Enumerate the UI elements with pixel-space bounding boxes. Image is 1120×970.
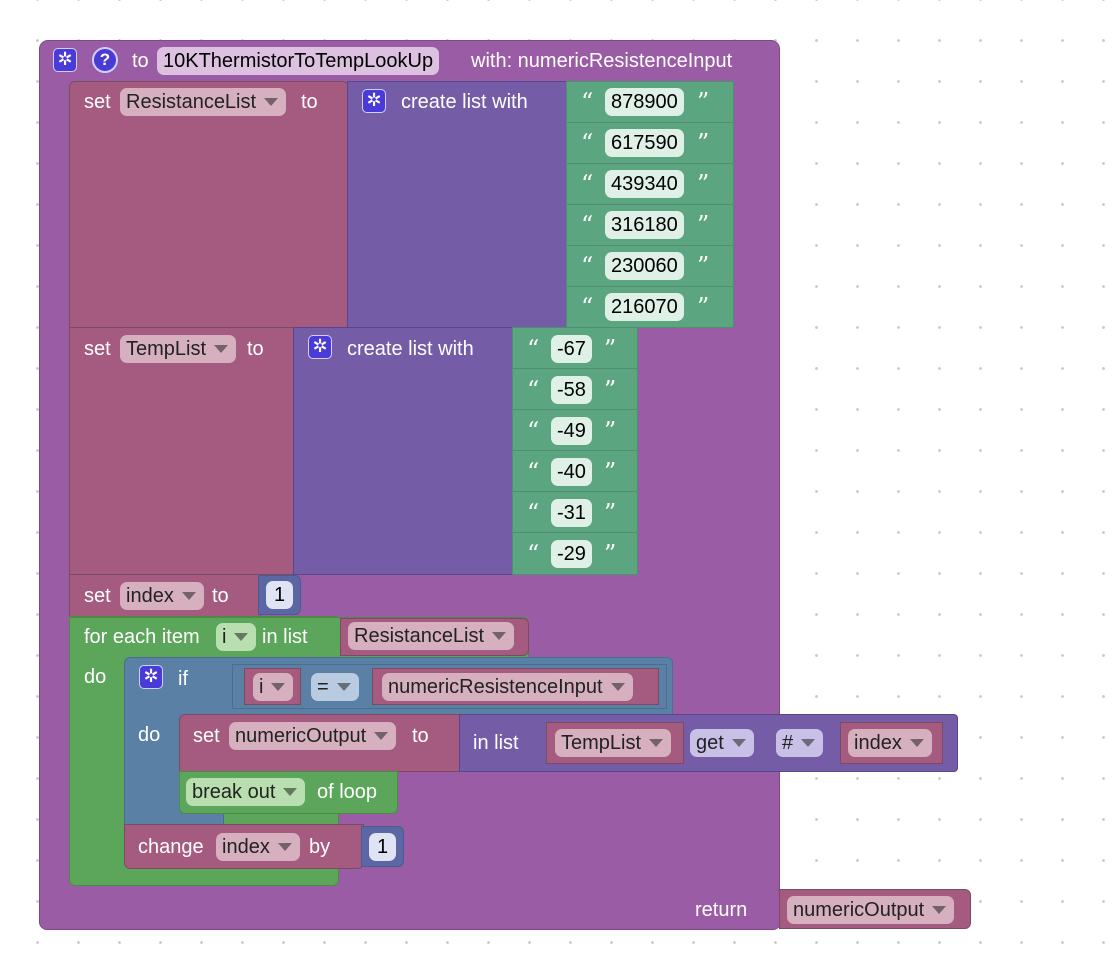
change-keyword: change xyxy=(138,836,204,858)
quote-close-icon: ” xyxy=(697,129,710,157)
to-keyword: to xyxy=(412,725,429,747)
set-templist-block[interactable] xyxy=(69,327,295,575)
quote-open-icon: “ xyxy=(527,376,540,404)
if-keyword: if xyxy=(178,668,188,690)
in-list-label: in list xyxy=(473,732,519,754)
text-value-field[interactable]: 316180 xyxy=(605,211,684,239)
index-getter-dropdown[interactable]: index xyxy=(848,729,932,757)
text-value-field[interactable]: -31 xyxy=(551,499,592,527)
quote-close-icon: ” xyxy=(697,252,710,280)
in-list-label: in list xyxy=(262,626,308,648)
gear-icon[interactable]: ✲ xyxy=(308,335,332,359)
set-resistancelist-block[interactable] xyxy=(69,81,349,328)
quote-close-icon: ” xyxy=(604,376,617,404)
text-value-field[interactable]: 439340 xyxy=(605,170,684,198)
procedure-return-bar xyxy=(39,888,781,930)
quote-close-icon: ” xyxy=(697,88,710,116)
return-keyword: return xyxy=(695,899,748,921)
quote-close-icon: ” xyxy=(697,170,710,198)
text-value-field[interactable]: -49 xyxy=(551,417,592,445)
text-value-field[interactable]: -40 xyxy=(551,458,592,486)
of-loop-label: of loop xyxy=(317,781,378,803)
quote-open-icon: “ xyxy=(527,499,540,527)
templist-var-dropdown[interactable]: TempList xyxy=(120,335,237,363)
i-getter-dropdown[interactable]: i xyxy=(253,673,294,701)
procedure-to-keyword: to xyxy=(132,50,149,72)
numericresistenceinput-getter-dropdown[interactable]: numericResistenceInput xyxy=(382,673,633,701)
index-mode-dropdown[interactable]: # xyxy=(776,729,824,757)
quote-close-icon: ” xyxy=(604,458,617,486)
do-keyword: do xyxy=(138,724,161,746)
text-value-field[interactable]: 230060 xyxy=(605,252,684,280)
quote-open-icon: “ xyxy=(581,170,594,198)
for-each-label: for each item xyxy=(84,626,200,648)
create-list-label: create list with xyxy=(401,91,528,113)
quote-close-icon: ” xyxy=(604,499,617,527)
text-value-field[interactable]: -58 xyxy=(551,376,592,404)
text-value-field[interactable]: 617590 xyxy=(605,129,684,157)
procedure-params-label[interactable]: with: numericResistenceInput xyxy=(471,50,733,72)
number-value-field[interactable]: 1 xyxy=(369,833,396,861)
quote-open-icon: “ xyxy=(581,211,594,239)
quote-close-icon: ” xyxy=(604,335,617,363)
quote-close-icon: ” xyxy=(697,293,710,321)
change-index-dropdown[interactable]: index xyxy=(216,833,300,861)
loop-var-dropdown[interactable]: i xyxy=(216,623,257,651)
quote-open-icon: “ xyxy=(581,293,594,321)
numericoutput-var-dropdown[interactable]: numericOutput xyxy=(229,722,397,750)
text-value-field[interactable]: 878900 xyxy=(605,88,684,116)
resistancelist-getter-dropdown[interactable]: ResistanceList xyxy=(348,622,515,650)
quote-open-icon: “ xyxy=(527,417,540,445)
quote-close-icon: ” xyxy=(604,417,617,445)
quote-close-icon: ” xyxy=(604,540,617,568)
text-value-field[interactable]: -67 xyxy=(551,335,592,363)
index-var-dropdown[interactable]: index xyxy=(120,582,204,610)
gear-icon[interactable]: ✲ xyxy=(362,89,386,113)
set-keyword: set xyxy=(193,725,220,747)
text-value-field[interactable]: 216070 xyxy=(605,293,684,321)
text-value-field[interactable]: -29 xyxy=(551,540,592,568)
procedure-name-field[interactable]: 10KThermistorToTempLookUp xyxy=(157,47,440,75)
gear-icon[interactable]: ✲ xyxy=(139,665,163,689)
quote-open-icon: “ xyxy=(581,88,594,116)
quote-open-icon: “ xyxy=(527,540,540,568)
compare-operator-dropdown[interactable]: = xyxy=(311,673,359,701)
to-keyword: to xyxy=(212,585,229,607)
to-keyword: to xyxy=(301,91,318,113)
create-list-block-temp[interactable] xyxy=(293,327,514,575)
gear-icon[interactable]: ✲ xyxy=(53,48,77,72)
create-list-block-resistance[interactable] xyxy=(347,81,568,328)
return-var-dropdown[interactable]: numericOutput xyxy=(787,896,955,924)
break-action-dropdown[interactable]: break out xyxy=(186,778,306,806)
get-operation-dropdown[interactable]: get xyxy=(690,729,754,757)
number-value-field[interactable]: 1 xyxy=(266,581,293,609)
quote-open-icon: “ xyxy=(527,458,540,486)
by-keyword: by xyxy=(309,836,331,858)
do-keyword: do xyxy=(84,666,107,688)
set-keyword: set xyxy=(84,338,111,360)
create-list-label: create list with xyxy=(347,338,474,360)
resistancelist-var-dropdown[interactable]: ResistanceList xyxy=(120,88,287,116)
quote-open-icon: “ xyxy=(581,252,594,280)
to-keyword: to xyxy=(247,338,264,360)
set-keyword: set xyxy=(84,585,111,607)
set-keyword: set xyxy=(84,91,111,113)
quote-close-icon: ” xyxy=(697,211,710,239)
quote-open-icon: “ xyxy=(527,335,540,363)
quote-open-icon: “ xyxy=(581,129,594,157)
help-icon[interactable]: ? xyxy=(92,47,118,73)
templist-getter-dropdown[interactable]: TempList xyxy=(555,729,672,757)
